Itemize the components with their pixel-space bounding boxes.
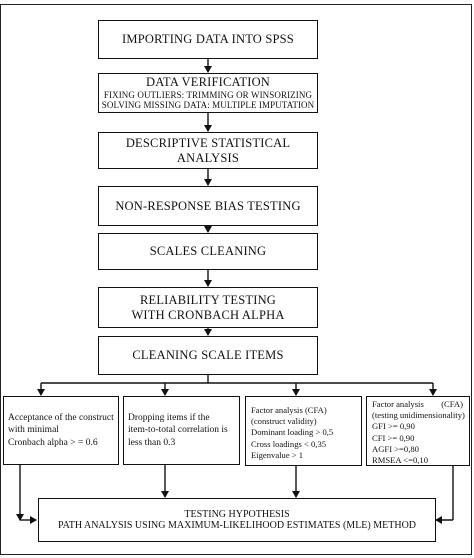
branch-cronbach-line-1: Acceptance of the construct: [8, 412, 114, 423]
step-scales-cleaning: SCALES CLEANING: [98, 233, 318, 270]
branch-validity-line-1: Dominant loading > 0,5: [251, 427, 334, 438]
step-descriptive-analysis-title: DESCRIPTIVE STATISTICAL ANALYSIS: [125, 136, 291, 165]
branch-dropping-line-2: item-to-total correlation is: [128, 425, 228, 436]
branch-dropping-line-3: less than 0.3: [128, 437, 176, 448]
final-line-2: PATH ANALYSIS USING MAXIMUM-LIKELIHOOD E…: [57, 520, 417, 531]
step-reliability-testing-line-1: RELIABILITY TESTING: [139, 293, 277, 308]
step-data-verification-line-2: SOLVING MISSING DATA: MULTIPLE IMPUTATIO…: [101, 100, 315, 111]
branch-validity-line-3: Eigenvalue > 1: [251, 449, 304, 460]
branch-validity-header-2: (construct validity): [251, 416, 317, 427]
step-non-response-bias-title: NON-RESPONSE BIAS TESTING: [115, 198, 301, 213]
step-cleaning-scale-items: CLEANING SCALE ITEMS: [98, 336, 318, 375]
branch-unidim-line-4: RMSEA <=0,10: [372, 454, 429, 465]
branch-unidim-header-2: (testing unidimensionality): [372, 410, 465, 421]
step-reliability-testing: RELIABILITY TESTING WITH CRONBACH ALPHA: [98, 287, 318, 328]
step-non-response-bias: NON-RESPONSE BIAS TESTING: [98, 186, 318, 226]
branch-validity-header-1: Factor analysis (CFA): [251, 405, 327, 415]
branch-dropping-items: Dropping items if the item-to-total corr…: [123, 396, 240, 465]
step-testing-hypothesis: TESTING HYPOTHESIS PATH ANALYSIS USING M…: [38, 498, 436, 542]
step-import: IMPORTING DATA INTO SPSS: [98, 20, 318, 59]
branch-validity-line-2: Cross loadings < 0,35: [251, 438, 327, 449]
branch-unidim-line-1: GFI >= 0,90: [372, 421, 415, 432]
step-data-verification-line-1: FIXING OUTLIERS: TRIMMING OR WINSORIZING: [103, 89, 313, 100]
branch-cronbach-acceptance: Acceptance of the construct with minimal…: [3, 396, 119, 465]
branch-unidim-header-right: (CFA): [441, 399, 463, 409]
step-data-verification: DATA VERIFICATION FIXING OUTLIERS: TRIMM…: [98, 73, 318, 113]
branch-construct-validity: Factor analysis (CFA) (construct validit…: [245, 396, 362, 466]
branch-unidim-header-row: Factor analysis (CFA): [372, 399, 469, 410]
step-cleaning-scale-items-title: CLEANING SCALE ITEMS: [132, 348, 284, 363]
outer-frame: [0, 4, 472, 555]
branch-cronbach-line-2: with minimal: [8, 425, 59, 436]
branch-unidim-line-3: AGFI >=0,80: [372, 443, 419, 454]
branch-dropping-line-1: Dropping items if the: [128, 412, 210, 423]
step-scales-cleaning-title: SCALES CLEANING: [149, 244, 267, 259]
branch-unidimensionality: Factor analysis (CFA) (testing unidimens…: [366, 396, 470, 466]
branch-unidim-line-2: CFI >= 0,90: [372, 432, 415, 443]
step-reliability-testing-line-2: WITH CRONBACH ALPHA: [131, 307, 285, 322]
step-descriptive-analysis: DESCRIPTIVE STATISTICAL ANALYSIS: [98, 132, 318, 169]
branch-cronbach-line-3: Cronbach alpha > = 0.6: [8, 437, 98, 448]
branch-unidim-header-left: Factor analysis: [372, 399, 424, 409]
step-data-verification-title: DATA VERIFICATION: [145, 75, 271, 90]
final-line-1: TESTING HYPOTHESIS: [184, 508, 290, 520]
step-import-title: IMPORTING DATA INTO SPSS: [122, 32, 294, 47]
